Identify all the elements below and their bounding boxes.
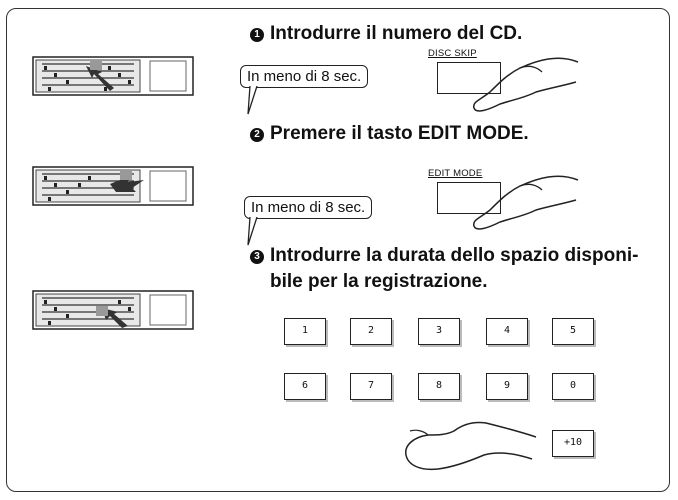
step-2-title: 2 Premere il tasto EDIT MODE. bbox=[250, 122, 529, 145]
disc-skip-key-label: DISC SKIP bbox=[428, 48, 477, 59]
number-key-3[interactable]: 3 bbox=[418, 318, 460, 345]
hand-pressing-icon bbox=[405, 421, 537, 471]
remote-control-illustration-3 bbox=[32, 290, 194, 330]
step-3-number: 3 bbox=[250, 250, 264, 264]
step-1-text: Introdurre il numero del CD. bbox=[270, 23, 523, 44]
remote-control-illustration-1 bbox=[32, 56, 194, 96]
step-3-text-line2: bile per la registrazione. bbox=[270, 271, 488, 292]
number-key-7[interactable]: 7 bbox=[350, 373, 392, 400]
edit-mode-key[interactable] bbox=[437, 182, 501, 214]
number-key-0[interactable]: 0 bbox=[552, 373, 594, 400]
number-key-4[interactable]: 4 bbox=[486, 318, 528, 345]
number-key-1[interactable]: 1 bbox=[284, 318, 326, 345]
step-3-text-line1: Introdurre la durata dello spazio dispon… bbox=[270, 245, 639, 266]
instruction-frame bbox=[6, 8, 670, 492]
plus-ten-key[interactable]: +10 bbox=[552, 430, 594, 457]
hand-pressing-icon bbox=[472, 57, 579, 112]
step-2-callout-tail bbox=[247, 217, 258, 246]
number-key-8[interactable]: 8 bbox=[418, 373, 460, 400]
number-key-9[interactable]: 9 bbox=[486, 373, 528, 400]
step-1-callout: In meno di 8 sec. bbox=[240, 65, 369, 88]
step-1-callout-tail bbox=[247, 86, 258, 115]
step-2-number: 2 bbox=[250, 128, 264, 142]
number-key-5[interactable]: 5 bbox=[552, 318, 594, 345]
remote-control-illustration-2 bbox=[32, 166, 194, 206]
step-2-text: Premere il tasto EDIT MODE. bbox=[270, 123, 529, 144]
edit-mode-key-label: EDIT MODE bbox=[428, 168, 483, 179]
number-key-6[interactable]: 6 bbox=[284, 373, 326, 400]
hand-pressing-icon bbox=[472, 175, 579, 230]
step-1-number: 1 bbox=[250, 28, 264, 42]
step-1-title: 1 Introdurre il numero del CD. bbox=[250, 22, 522, 45]
disc-skip-key[interactable] bbox=[437, 62, 501, 94]
number-key-2[interactable]: 2 bbox=[350, 318, 392, 345]
step-2-callout: In meno di 8 sec. bbox=[244, 196, 373, 219]
step-3-title: 3 Introdurre la durata dello spazio dispo… bbox=[250, 244, 638, 267]
